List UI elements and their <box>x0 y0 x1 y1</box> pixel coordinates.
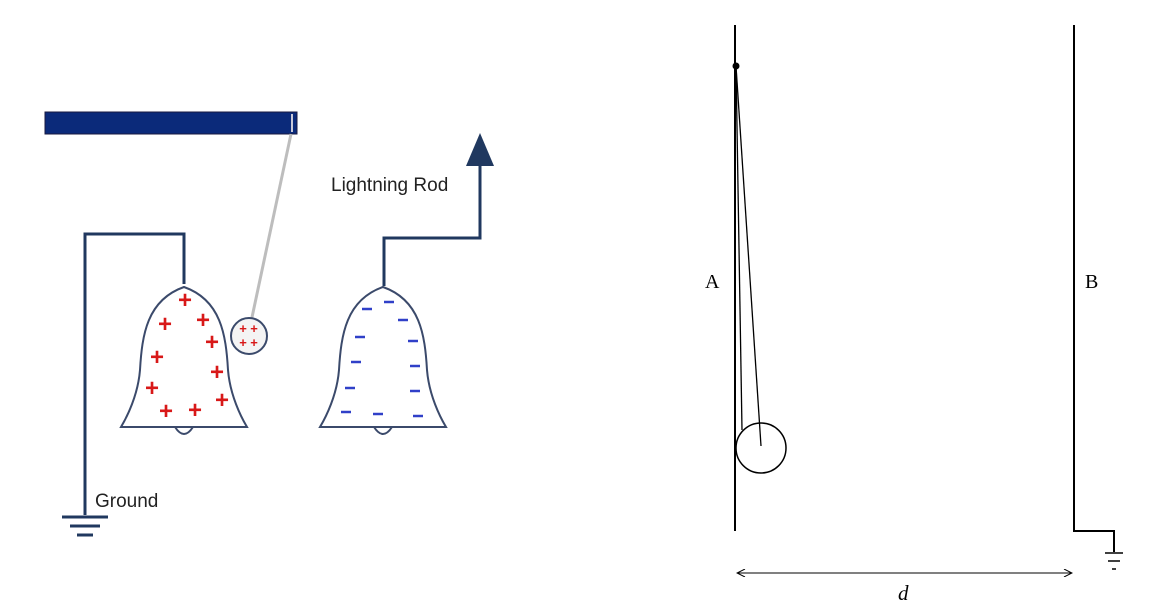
left-bell <box>119 285 249 435</box>
charged-ball: + + + + <box>230 317 268 355</box>
ground-symbol-icon <box>1105 552 1123 570</box>
plate-b-label: B <box>1085 271 1098 293</box>
plus-charge: + <box>239 321 247 336</box>
thread <box>249 133 293 323</box>
plus-charge: + <box>205 329 219 356</box>
plus-charge: + <box>239 335 247 350</box>
lightning-rod-wire <box>382 160 482 286</box>
franklin-bells-diagram: + + + + + + + + + + + + + + <box>44 111 494 537</box>
plus-charge: + <box>145 375 159 402</box>
plus-charge: + <box>188 397 202 424</box>
plus-charge: + <box>159 398 173 425</box>
pendulum-bob <box>735 422 787 474</box>
plus-charge: + <box>250 321 258 336</box>
left-bell-positive-charges: + + + + + + + + + + <box>145 287 229 425</box>
pendulum-string <box>735 65 743 431</box>
ground-symbol-icon <box>62 515 108 537</box>
plus-charge: + <box>158 311 172 338</box>
plate-b <box>1073 25 1115 552</box>
pendulum-string <box>735 65 762 447</box>
pendulum-plates-diagram: A B d <box>705 25 1123 605</box>
ground-label: Ground <box>95 491 158 512</box>
plate-a-label: A <box>705 271 720 293</box>
plus-charge: + <box>250 335 258 350</box>
lightning-rod-arrow-icon <box>466 133 494 166</box>
plus-charge: + <box>150 344 164 371</box>
right-bell <box>318 285 448 435</box>
ground-wire <box>83 232 186 515</box>
distance-label: d <box>898 581 909 605</box>
right-bell-negative-charges <box>341 300 423 418</box>
charged-bar <box>44 111 298 135</box>
plus-charge: + <box>210 359 224 386</box>
plus-charge: + <box>178 287 192 314</box>
lightning-rod-label: Lightning Rod <box>331 175 448 196</box>
plus-charge: + <box>196 307 210 334</box>
plus-charge: + <box>215 387 229 414</box>
